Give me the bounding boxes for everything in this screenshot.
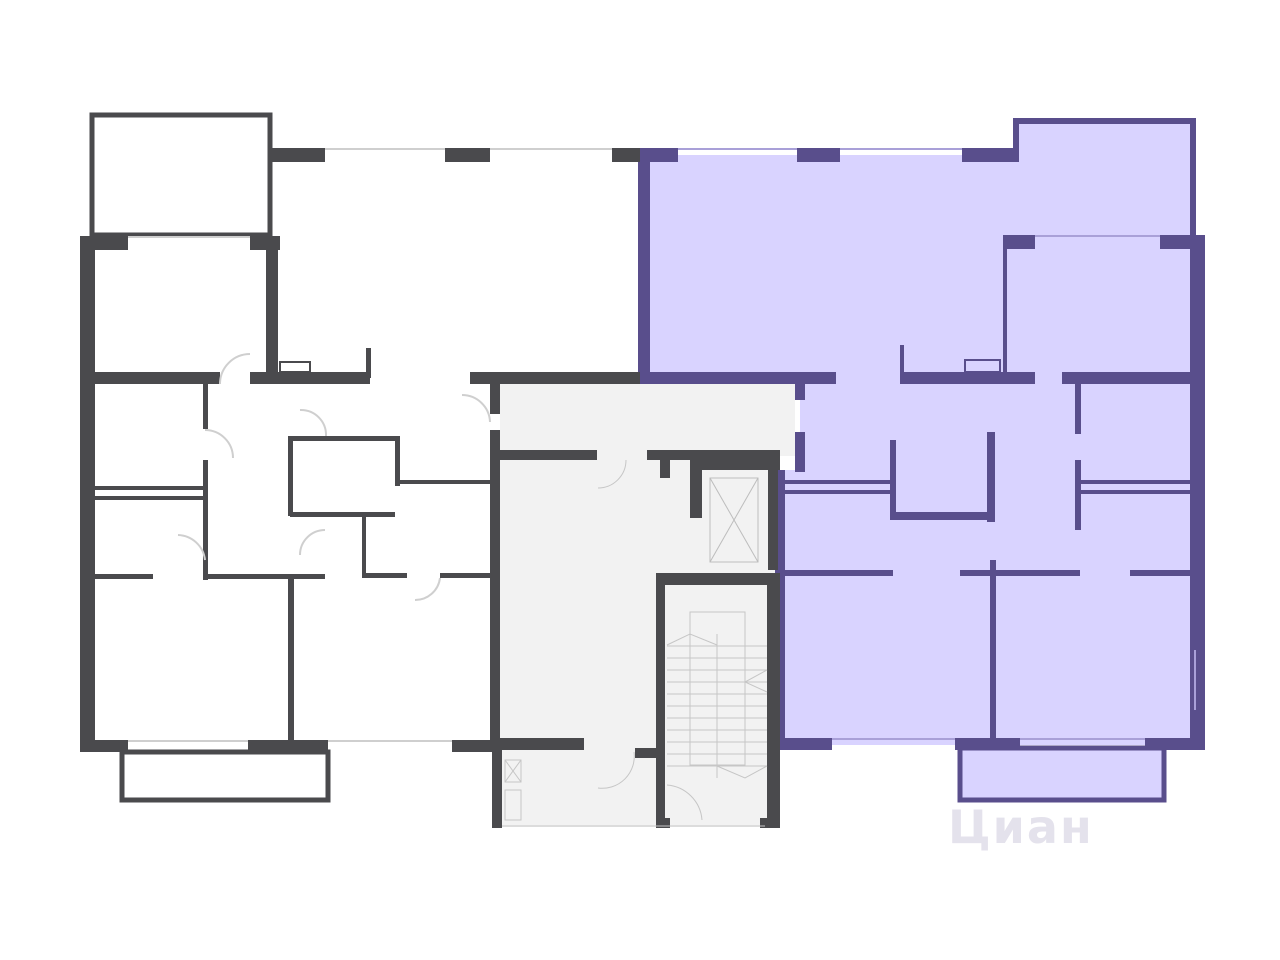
common-area	[500, 384, 795, 827]
building-core	[492, 450, 780, 828]
elevator-icon	[709, 477, 759, 563]
highlighted-apartment[interactable]	[638, 118, 1205, 803]
left-apartment[interactable]	[80, 112, 640, 803]
staircase	[502, 459, 768, 827]
left-windows-and-doors	[128, 148, 612, 742]
watermark-logo: Циан	[948, 800, 1094, 854]
highlighted-windows	[678, 148, 1196, 740]
